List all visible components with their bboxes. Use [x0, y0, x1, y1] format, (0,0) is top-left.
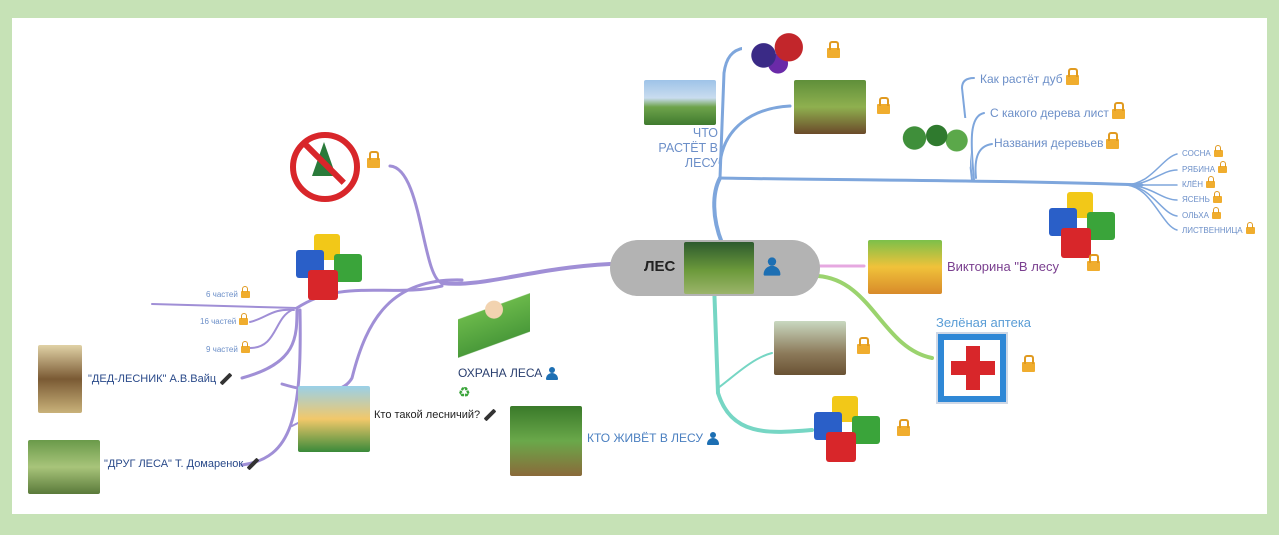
species-item[interactable]: КЛЁН	[1182, 176, 1216, 189]
forester-label-text: Кто такой лесничий?	[374, 409, 481, 421]
puzzle-item-label: 16 частей	[200, 317, 237, 326]
mind-map-canvas: ЛЕС ЧТО РАСТЁТ В ЛЕСУ Как растёт дуб С к…	[12, 18, 1267, 514]
lock-icon[interactable]	[827, 41, 840, 58]
puzzle-icon[interactable]	[812, 392, 888, 464]
lock-icon[interactable]	[857, 337, 870, 354]
puzzle-item[interactable]: 6 частей	[206, 286, 250, 299]
species-label: РЯБИНА	[1182, 165, 1216, 174]
quiz-image	[868, 240, 942, 294]
grows-image	[644, 80, 716, 125]
protection-label-text: ОХРАНА ЛЕСА	[458, 366, 543, 380]
lock-icon[interactable]	[1206, 176, 1216, 189]
grows-label-line-1: ЧТО	[692, 126, 718, 140]
forest-image	[684, 242, 754, 294]
grows-label[interactable]: ЧТО РАСТЁТ В ЛЕСУ	[622, 126, 718, 171]
puzzle-icon[interactable]	[294, 230, 370, 302]
tree-item[interactable]: Как растёт дуб	[980, 67, 1079, 86]
puzzle-item[interactable]: 16 частей	[200, 313, 249, 326]
book-item-label: "ДРУГ ЛЕСА" Т. Домаренок	[104, 458, 244, 470]
berries-image	[742, 23, 814, 77]
species-label: ЛИСТВЕННИЦА	[1182, 226, 1243, 235]
quiz-label[interactable]: Викторина "В лесу	[947, 259, 1060, 274]
eco-hero-image	[458, 290, 530, 360]
pen-icon	[246, 457, 260, 471]
grows-label-line-3: ЛЕСУ	[684, 156, 718, 170]
recycle-icon: ♻	[458, 384, 471, 400]
species-label: ЯСЕНЬ	[1182, 195, 1210, 204]
person-icon	[763, 257, 781, 276]
puzzle-item-label: 9 частей	[206, 345, 238, 354]
mushrooms-image	[794, 80, 866, 134]
species-label: ОЛЬХА	[1182, 211, 1209, 220]
forester-image	[298, 386, 370, 452]
tree-item-label: С какого дерева лист	[990, 106, 1109, 120]
book-item[interactable]: "ДРУГ ЛЕСА" Т. Домаренок	[104, 457, 260, 471]
tree-item[interactable]: С какого дерева лист	[990, 101, 1125, 120]
person-icon	[706, 432, 719, 446]
root-label: ЛЕС	[644, 258, 676, 275]
protection-label[interactable]: ОХРАНА ЛЕСА	[458, 366, 559, 381]
animals-label-text: КТО ЖИВЁТ В ЛЕСУ	[587, 431, 703, 445]
tree-item[interactable]: Названия деревьев	[994, 131, 1120, 150]
species-item[interactable]: ЯСЕНЬ	[1182, 191, 1222, 204]
book-item-label: "ДЕД-ЛЕСНИК" А.В.Вайц	[88, 373, 217, 385]
lock-icon[interactable]	[1065, 67, 1079, 85]
puzzle-icon[interactable]	[1047, 188, 1123, 260]
grows-label-line-2: РАСТЁТ В	[658, 141, 718, 155]
lock-icon[interactable]	[1212, 191, 1222, 204]
species-item[interactable]: ЛИСТВЕННИЦА	[1182, 222, 1255, 235]
lock-icon[interactable]	[897, 419, 910, 436]
lock-icon[interactable]	[877, 97, 890, 114]
first-aid-cross-icon[interactable]	[936, 332, 1008, 404]
lock-icon[interactable]	[240, 341, 250, 354]
puzzle-item-label: 6 частей	[206, 290, 238, 299]
animals-image	[510, 406, 582, 476]
species-label: КЛЁН	[1182, 180, 1204, 189]
pharmacy-label[interactable]: Зелёная аптека	[936, 315, 1032, 330]
forester-label[interactable]: Кто такой лесничий?	[374, 408, 497, 422]
root-node[interactable]: ЛЕС	[610, 240, 820, 296]
book-item[interactable]: "ДЕД-ЛЕСНИК" А.В.Вайц	[88, 372, 233, 386]
species-item[interactable]: РЯБИНА	[1182, 161, 1228, 174]
lock-icon[interactable]	[239, 313, 249, 326]
ded-lesnik-image	[38, 345, 82, 413]
lock-icon[interactable]	[1106, 131, 1120, 149]
no-tree-cutting-icon[interactable]	[288, 128, 360, 202]
lock-icon[interactable]	[1111, 101, 1125, 119]
species-label: СОСНА	[1182, 149, 1211, 158]
lock-icon[interactable]	[1245, 222, 1255, 235]
lock-icon[interactable]	[1087, 254, 1100, 271]
pen-icon	[483, 408, 497, 422]
animals-label[interactable]: КТО ЖИВЁТ В ЛЕСУ	[587, 431, 719, 446]
moose-image	[774, 321, 846, 375]
tree-item-label: Как растёт дуб	[980, 72, 1063, 86]
trees-image	[896, 118, 970, 168]
person-icon	[546, 367, 559, 381]
species-item[interactable]: ОЛЬХА	[1182, 207, 1221, 220]
lock-icon[interactable]	[1022, 355, 1035, 372]
lock-icon[interactable]	[1218, 161, 1228, 174]
species-item[interactable]: СОСНА	[1182, 145, 1223, 158]
lock-icon[interactable]	[1213, 145, 1223, 158]
drug-lesa-image	[28, 440, 100, 494]
puzzle-item[interactable]: 9 частей	[206, 341, 250, 354]
lock-icon[interactable]	[367, 151, 380, 168]
lock-icon[interactable]	[1211, 207, 1221, 220]
lock-icon[interactable]	[240, 286, 250, 299]
pen-icon	[219, 372, 233, 386]
tree-item-label: Названия деревьев	[994, 136, 1104, 150]
